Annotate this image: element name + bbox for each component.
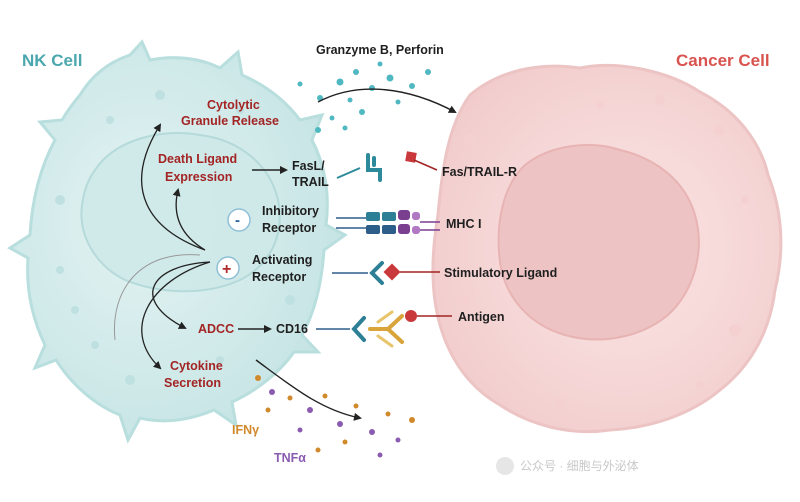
cytokine-label-line1: Cytokine xyxy=(170,359,223,373)
nk-cell-title: NK Cell xyxy=(22,51,82,70)
cytokine-label-line2: Secretion xyxy=(164,376,221,390)
fas-trail-label: Fas/TRAIL-R xyxy=(442,165,517,179)
nk-pathway-arrows xyxy=(113,123,211,370)
granzyme-label: Granzyme B, Perforin xyxy=(316,43,444,57)
granzyme-arrow xyxy=(317,88,457,113)
antigen-label: Antigen xyxy=(458,310,505,324)
mhc-i-label: MHC I xyxy=(446,217,481,231)
cytolytic-label-line2: Granule Release xyxy=(181,114,279,128)
inhibitory-label-line1: Inhibitory xyxy=(262,204,319,218)
antigen-icon xyxy=(405,310,452,322)
cytokine-arrow xyxy=(255,359,362,421)
activating-label-line1: Activating xyxy=(252,253,312,267)
cd16-receptor-icon xyxy=(351,316,366,342)
minus-sign-icon: - xyxy=(227,208,251,232)
cytolytic-label-line1: Cytolytic xyxy=(207,98,260,112)
cancer-cell-title: Cancer Cell xyxy=(676,51,770,70)
svg-text:公众号 · 细胞与外泌体: 公众号 · 细胞与外泌体 xyxy=(520,459,639,473)
ifn-gamma-label: IFNγ xyxy=(232,423,259,437)
stimulatory-ligand-icon xyxy=(383,263,440,281)
cancer-cell xyxy=(431,64,783,434)
tnf-alpha-label: TNFα xyxy=(274,451,306,465)
nk-nucleus xyxy=(80,132,281,293)
death-ligand-label-line2: Expression xyxy=(165,170,232,184)
antibody-icon xyxy=(368,310,404,348)
granzyme-particles xyxy=(297,61,431,133)
fasl-label-line1: FasL/ xyxy=(292,159,325,173)
nk-cell xyxy=(7,39,348,444)
adcc-label: ADCC xyxy=(198,322,234,336)
mhc-i-icon xyxy=(398,210,440,234)
fasl-receptor-icon xyxy=(366,153,382,182)
cytokine-particles xyxy=(255,375,415,458)
activating-receptor-icon xyxy=(369,261,384,285)
stimulatory-ligand-label: Stimulatory Ligand xyxy=(444,266,557,280)
svg-text:-: - xyxy=(235,212,240,229)
cancer-nucleus xyxy=(497,144,700,341)
activating-label-line2: Receptor xyxy=(252,270,306,284)
death-ligand-label-line1: Death Ligand xyxy=(158,152,237,166)
inhibitory-label-line2: Receptor xyxy=(262,221,316,235)
watermark: 公众号 · 细胞与外泌体 xyxy=(496,457,639,475)
inhibitory-receptor-icon xyxy=(366,212,396,234)
svg-text:+: + xyxy=(222,261,231,278)
plus-sign-icon: + xyxy=(216,256,240,280)
cd16-label: CD16 xyxy=(276,322,308,336)
fasl-label-line2: TRAIL xyxy=(292,175,329,189)
fas-trail-receptor-icon xyxy=(405,151,438,171)
